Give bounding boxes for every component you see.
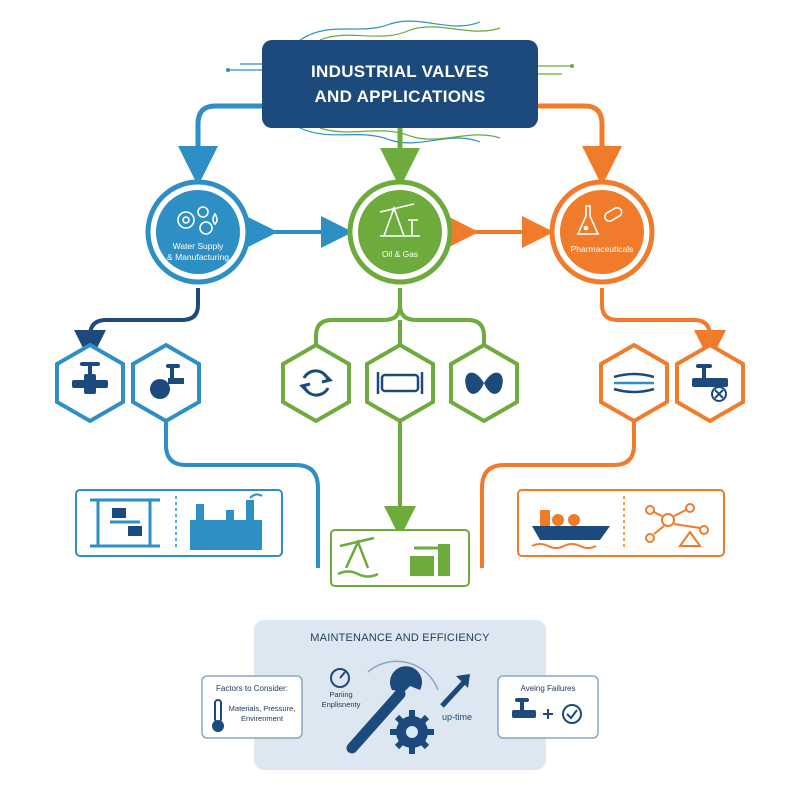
water-application-card <box>75 489 283 557</box>
pipe-network-icon <box>90 498 160 548</box>
valve-plus-check-icon <box>512 698 582 724</box>
tanker-ship-icon <box>531 510 610 549</box>
gauge-icon <box>330 668 350 688</box>
category-circle-water <box>145 179 251 285</box>
connector-title-pharma <box>538 103 622 186</box>
hex-valve-1 <box>55 342 125 424</box>
gauge-caption: Pariing Enplisnenty <box>321 690 361 709</box>
gears-water-drop-icon <box>177 206 218 235</box>
factors-detail: Materials, Pressure, Envirenment <box>228 704 296 723</box>
gear-icon <box>390 710 434 754</box>
hex-valve-6 <box>599 342 669 424</box>
efficiency-arc <box>367 660 439 691</box>
ball-valve-icon <box>150 364 184 399</box>
category-label-pharma: Pharmaceuticals <box>570 244 634 254</box>
trend-up-arrow-icon <box>440 674 470 708</box>
hex-valve-2 <box>131 342 201 424</box>
oil-pump-icon <box>379 203 420 237</box>
gate-valve-icon <box>72 362 108 394</box>
connector-pharma-to-center <box>480 422 636 568</box>
shutoff-valve-icon <box>692 364 728 402</box>
failures-title: Aveing Failures <box>520 684 576 693</box>
category-circle-oil <box>347 179 453 285</box>
hex-valve-5 <box>449 342 519 424</box>
hex-valve-7 <box>675 342 745 424</box>
maintenance-title: MAINTENANCE AND EFFICIENCY <box>310 632 490 644</box>
connector-water-hexes <box>74 288 200 362</box>
uptime-label: up-time <box>441 712 472 722</box>
molecule-icon <box>645 503 709 547</box>
circuit-decoration <box>226 20 574 144</box>
connector-title-water <box>178 103 262 186</box>
pharma-application-card <box>517 489 725 557</box>
factors-title: Factors to Consider: <box>215 684 289 693</box>
category-circle-pharma <box>549 179 655 285</box>
refinery-icon <box>410 544 450 576</box>
factory-icon <box>190 493 263 550</box>
pump-jack-icon <box>337 536 379 578</box>
title-banner: INDUSTRIAL VALVES AND APPLICATIONS <box>262 40 538 128</box>
check-valve-icon <box>299 369 333 397</box>
oil-application-card <box>330 529 470 587</box>
category-label-oil: Oil & Gas <box>381 249 419 259</box>
connector-oil-hexes <box>314 288 486 346</box>
category-label-water: Water Supply & Manufacturing <box>167 241 229 262</box>
wrench-icon <box>346 666 423 754</box>
connector-pharma-hexes <box>600 288 726 362</box>
lab-flask-pill-icon <box>576 205 623 235</box>
butterfly-valve-icon <box>465 372 503 394</box>
title-line-1: INDUSTRIAL VALVES <box>311 62 489 81</box>
title-line-2: AND APPLICATIONS <box>314 87 486 106</box>
factors-card <box>201 675 303 739</box>
thermometer-icon <box>212 699 224 732</box>
pinch-valve-icon <box>613 372 655 394</box>
connector-water-to-center <box>164 422 320 568</box>
hex-valve-3 <box>281 342 351 424</box>
pipe-valve-icon <box>376 372 424 394</box>
hex-valve-4 <box>365 342 435 424</box>
